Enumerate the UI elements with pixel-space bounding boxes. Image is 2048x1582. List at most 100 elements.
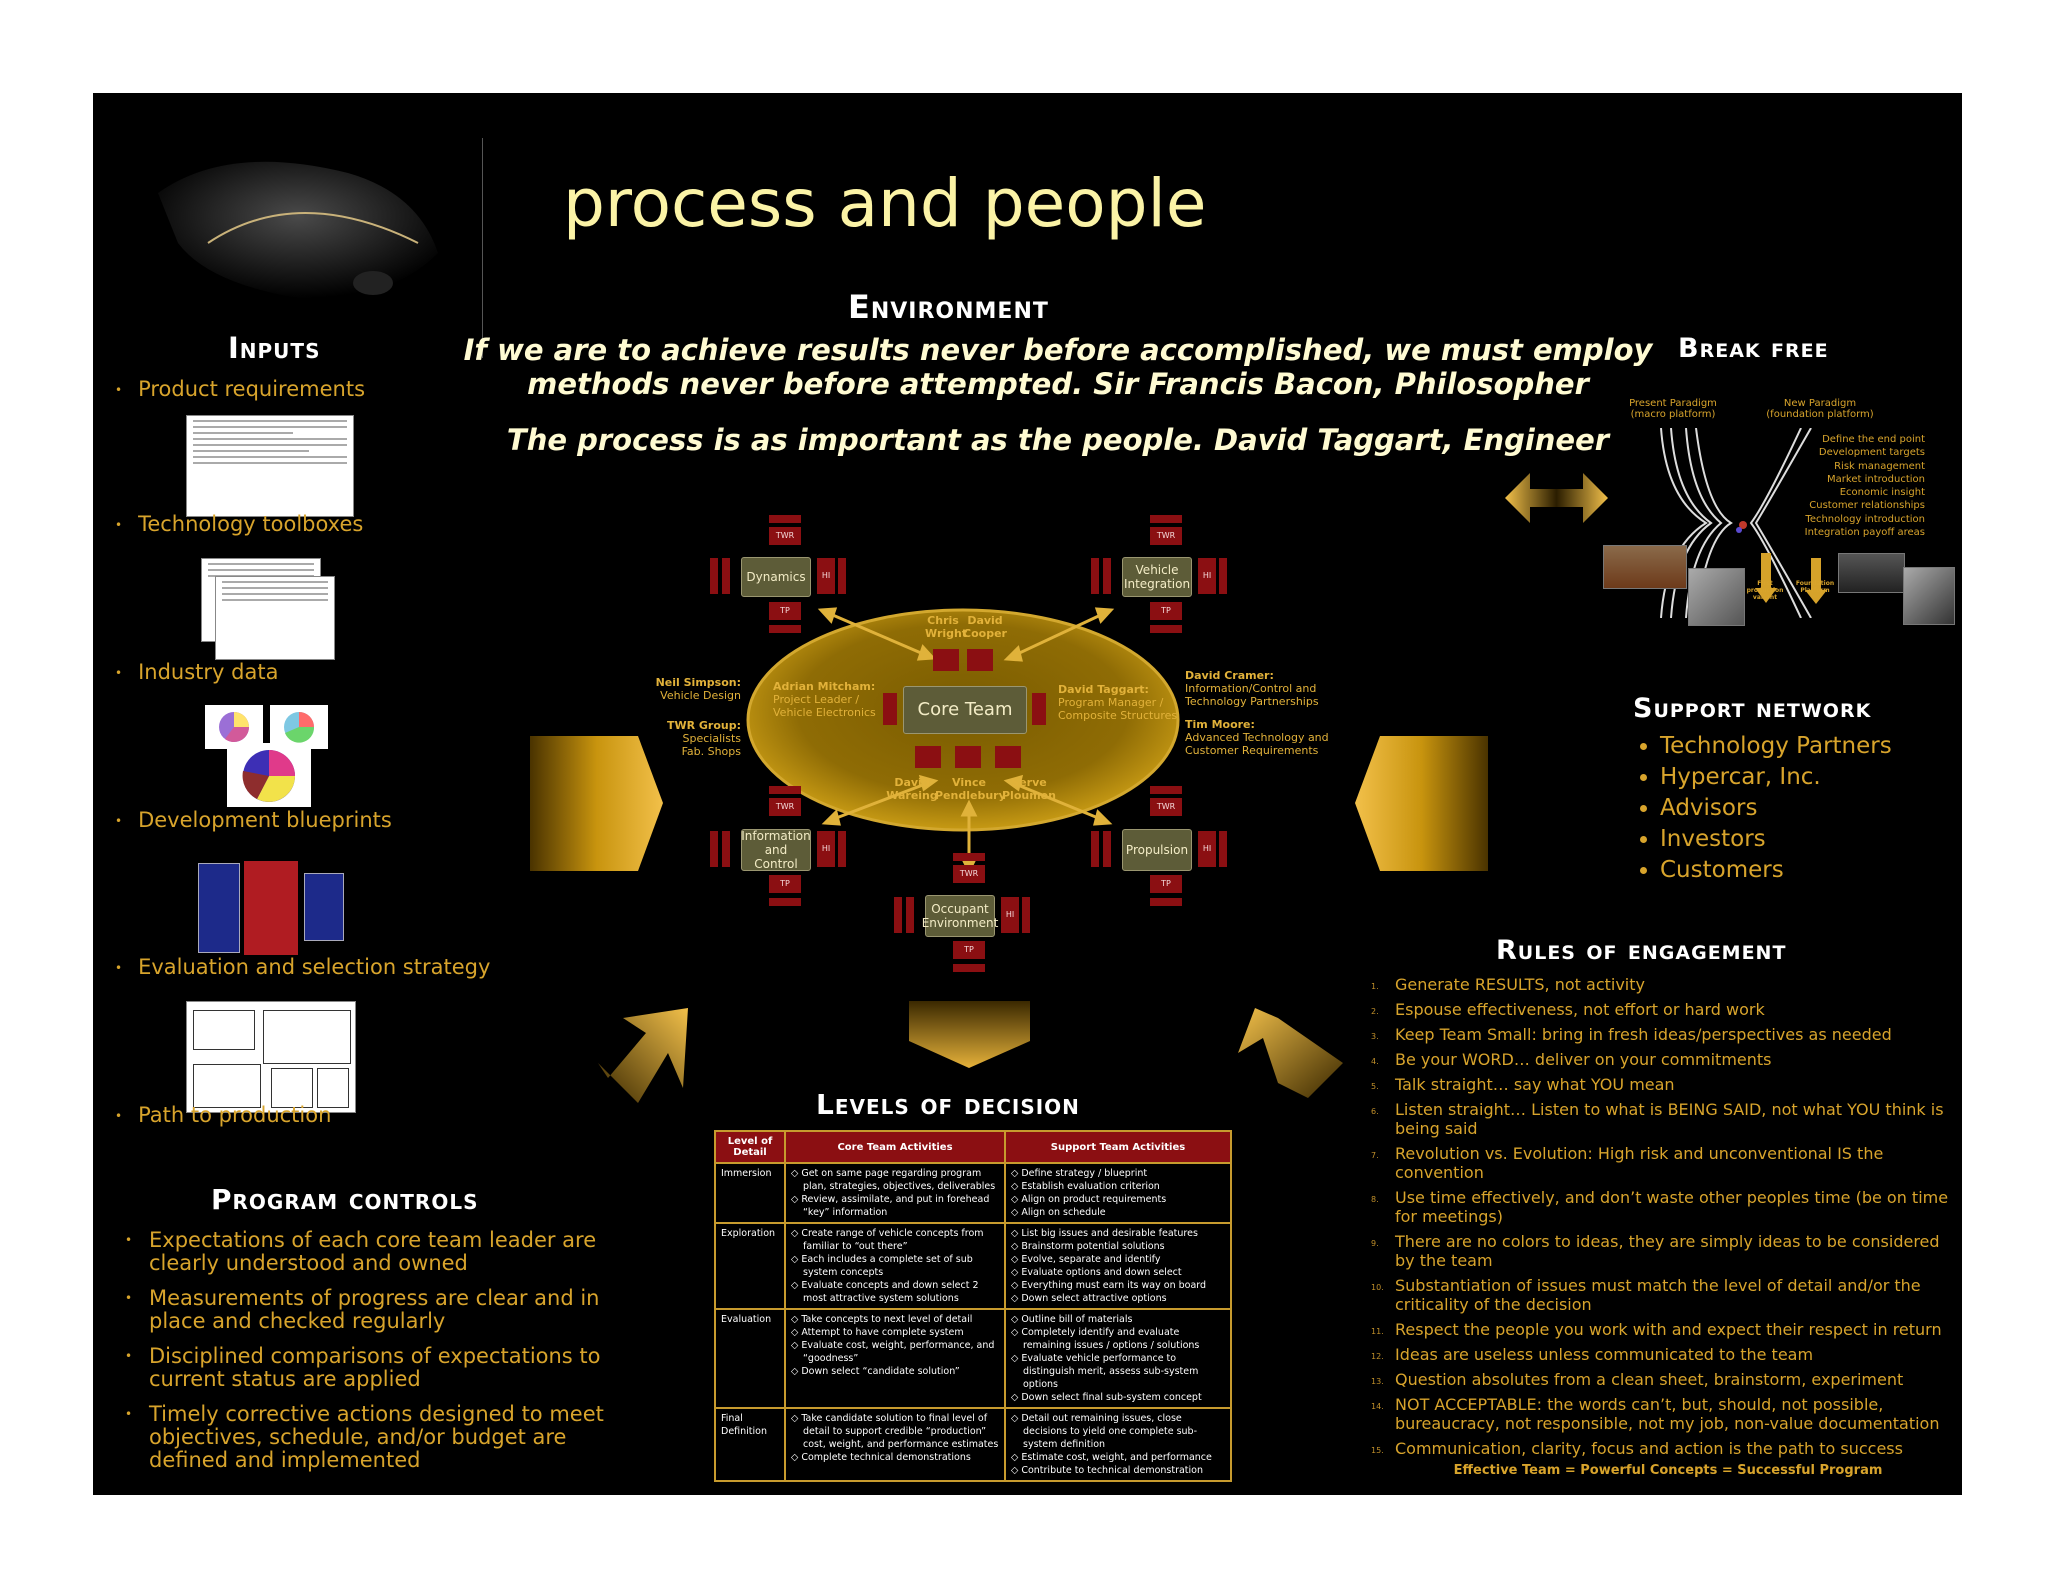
rule-text: Respect the people you work with and exp… (1395, 1320, 1942, 1339)
diamond-bullet-icon: ◇ (1011, 1207, 1022, 1218)
diamond-bullet-icon: ◇ (1011, 1413, 1022, 1424)
input-item-path-to-production: Path to production (115, 1103, 331, 1127)
levels-activity-text: Take candidate solution to final level o… (801, 1413, 999, 1450)
rule-number: 6. (1371, 1107, 1379, 1116)
levels-activity-text: Evaluate vehicle performance to distingu… (1021, 1353, 1199, 1390)
levels-activity-item: ◇ Down select “candidate solution” (791, 1365, 999, 1378)
rule-number: 2. (1371, 1007, 1379, 1016)
car-image (148, 133, 448, 313)
levels-activity-text: Complete technical demonstrations (801, 1452, 971, 1463)
break-free-item: Integration payoff areas (1804, 527, 1925, 539)
levels-activity-item: ◇ Brainstorm potential solutions (1011, 1240, 1225, 1253)
levels-activity-item: ◇ Take candidate solution to final level… (791, 1412, 999, 1451)
levels-activity-text: List big issues and desirable features (1021, 1228, 1198, 1239)
rule-text: Keep Team Small: bring in fresh ideas/pe… (1395, 1025, 1892, 1044)
rule-item: 15. Communication, clarity, focus and act… (1371, 1439, 1951, 1458)
core-chair-bottom-3 (995, 746, 1021, 768)
rule-number: 14. (1371, 1402, 1384, 1411)
levels-activity-text: Completely identify and evaluate remaini… (1021, 1327, 1200, 1351)
break-free-item: Market introduction (1827, 473, 1925, 485)
levels-activity-item: ◇ Create range of vehicle concepts from … (791, 1227, 999, 1253)
rule-number: 3. (1371, 1032, 1379, 1041)
diamond-bullet-icon: ◇ (791, 1168, 802, 1179)
quote-bacon-line1: If we are to achieve results never befor… (463, 333, 1653, 367)
levels-activity-item: ◇ Establish evaluation criterion (1011, 1180, 1225, 1193)
input-item-industry-data: Industry data (115, 660, 278, 684)
rule-text: Ideas are useless unless communicated to… (1395, 1345, 1814, 1364)
break-free-photo-2 (1688, 568, 1745, 626)
diamond-bullet-icon: ◇ (791, 1314, 802, 1325)
support-item: Investors (1660, 824, 1892, 855)
rule-number: 5. (1371, 1082, 1379, 1091)
diamond-bullet-icon: ◇ (791, 1327, 802, 1338)
support-item: Hypercar, Inc. (1660, 762, 1892, 793)
rule-text: Listen straight… Listen to what is BEING… (1395, 1100, 1944, 1138)
diamond-bullet-icon: ◇ (791, 1413, 802, 1424)
diamond-bullet-icon: ◇ (791, 1280, 802, 1291)
input-item-development-blueprints: Development blueprints (115, 808, 392, 832)
quote-bacon: If we are to achieve results never befor… (438, 333, 1678, 401)
levels-activity-item: ◇ Take concepts to next level of detail (791, 1313, 999, 1326)
levels-activity-item: ◇ Detail out remaining issues, close dec… (1011, 1412, 1225, 1451)
rule-number: 1. (1371, 982, 1379, 991)
inputs-heading: Inputs (228, 331, 321, 365)
rule-item: 13.Question absolutes from a clean sheet… (1371, 1370, 1951, 1389)
diamond-bullet-icon: ◇ (1011, 1267, 1022, 1278)
rule-text: Talk straight… say what YOU mean (1395, 1075, 1675, 1094)
levels-activity-item: ◇ Evaluate options and down select (1011, 1266, 1225, 1279)
levels-core-cell: ◇ Create range of vehicle concepts from … (784, 1222, 1006, 1310)
left-arrow-right (1355, 736, 1488, 871)
levels-col-support: Support Team Activities (1004, 1130, 1232, 1164)
diamond-bullet-icon: ◇ (791, 1254, 802, 1265)
rule-text: Communication, clarity, focus and action… (1395, 1439, 1903, 1458)
break-free-item: Customer relationships (1809, 500, 1925, 512)
levels-activity-item: ◇ Complete technical demonstrations (791, 1451, 999, 1464)
levels-activity-text: Each includes a complete set of sub syst… (801, 1254, 973, 1278)
rule-number: 9. (1371, 1239, 1379, 1248)
rules-heading: Rules of engagement (1496, 935, 1787, 966)
levels-activity-text: Down select “candidate solution” (801, 1366, 960, 1377)
levels-activity-text: Define strategy / blueprint (1021, 1168, 1148, 1179)
break-free-item: Development targets (1818, 447, 1925, 459)
new-paradigm-label: New Paradigm(foundation platform) (1766, 398, 1874, 420)
rule-item: 10.Substantiation of issues must match t… (1371, 1276, 1951, 1314)
levels-activity-item: ◇ Down select attractive options (1011, 1292, 1225, 1305)
rule-number: 12. (1371, 1352, 1384, 1361)
input-item-evaluation-strategy: Evaluation and selection strategy (115, 955, 490, 979)
levels-activity-item: ◇ Attempt to have complete system (791, 1326, 999, 1339)
program-control-item: Disciplined comparisons of expectations … (125, 1345, 605, 1391)
poster: process and people Environment If we are… (93, 93, 1962, 1495)
levels-activity-text: Create range of vehicle concepts from fa… (801, 1228, 984, 1252)
levels-level-cell: Exploration (714, 1222, 786, 1310)
levels-activity-item: ◇ Evaluate cost, weight, performance, an… (791, 1339, 999, 1365)
break-free-photo-1 (1603, 545, 1687, 589)
levels-activity-text: Estimate cost, weight, and performance (1021, 1452, 1212, 1463)
levels-activity-item: ◇ List big issues and desirable features (1011, 1227, 1225, 1240)
core-chair-top-2 (967, 649, 993, 671)
levels-activity-item: ◇ Evaluate vehicle performance to distin… (1011, 1352, 1225, 1391)
diamond-bullet-icon: ◇ (1011, 1314, 1022, 1325)
rule-text: Use time effectively, and don’t waste ot… (1395, 1188, 1949, 1226)
levels-activity-item: ◇ Evaluate concepts and down select 2 mo… (791, 1279, 999, 1305)
rule-text: Espouse effectiveness, not effort or har… (1395, 1000, 1765, 1019)
rule-item: 5. Talk straight… say what YOU mean (1371, 1075, 1951, 1094)
rule-number: 15. (1371, 1446, 1384, 1455)
diamond-bullet-icon: ◇ (1011, 1194, 1022, 1205)
rule-item: 9. There are no colors to ideas, they are… (1371, 1232, 1951, 1270)
rule-number: 8. (1371, 1195, 1379, 1204)
diamond-bullet-icon: ◇ (791, 1340, 802, 1351)
levels-activity-text: Take concepts to next level of detail (801, 1314, 973, 1325)
levels-activity-text: Align on product requirements (1021, 1194, 1167, 1205)
rule-text: There are no colors to ideas, they are s… (1395, 1232, 1940, 1270)
input-item-product-requirements: Product requirements (115, 377, 365, 401)
diamond-bullet-icon: ◇ (1011, 1181, 1022, 1192)
levels-activity-text: Contribute to technical demonstration (1021, 1465, 1204, 1476)
rule-item: 11.Respect the people you work with and … (1371, 1320, 1951, 1339)
